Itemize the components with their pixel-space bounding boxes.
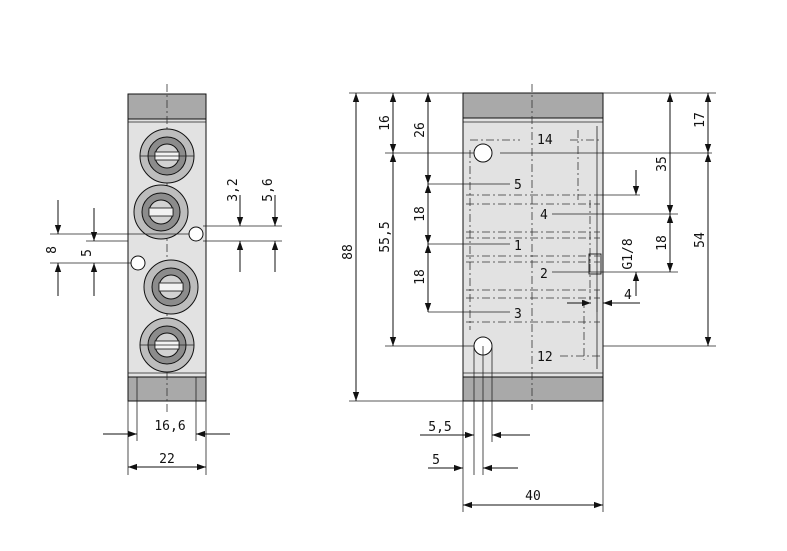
side-fitting-1 [139,128,195,184]
port-4: 4 [540,208,548,223]
port-14: 14 [537,133,553,148]
dim-3-2: 3,2 [226,178,241,201]
dim-18-lower: 18 [413,269,428,285]
front-bottom-cap [462,376,604,402]
port-2: 2 [540,267,548,282]
front-view: 14 5 4 1 2 3 12 88 16 55,5 26 18 [341,84,716,512]
dim-18-right: 18 [655,235,670,251]
g18-port-outline [588,253,602,275]
front-top-cap [462,92,604,119]
dim-40: 40 [525,489,541,504]
dim-35: 35 [655,156,670,172]
dim-16: 16 [378,115,393,131]
side-view: 8 5 3,2 5,6 16,6 22 [45,84,282,475]
side-mount-hole-left [130,255,146,271]
dim-54: 54 [693,232,708,248]
port-1: 1 [514,239,522,254]
dim-26: 26 [413,122,428,138]
dim-22: 22 [159,452,175,467]
dim-16-6: 16,6 [154,419,185,434]
side-fitting-3 [143,259,199,315]
internal-hidden-lines [466,130,600,360]
dim-5-bottom: 5 [432,453,440,468]
dim-5-6: 5,6 [261,178,276,201]
dim-55-5: 55,5 [378,221,393,252]
dim-5-5: 5,5 [428,420,451,435]
dim-4: 4 [624,288,632,303]
dim-8: 8 [45,246,60,254]
dim-88: 88 [341,244,356,260]
port-3: 3 [514,307,522,322]
side-mount-hole-right [188,226,204,242]
port-5: 5 [514,178,522,193]
dim-g1-8: G1/8 [621,238,636,269]
side-fitting-2 [133,184,189,240]
dim-18-upper: 18 [413,206,428,222]
front-mount-hole-top [473,143,493,163]
dim-5-side: 5 [80,249,95,257]
port-12: 12 [537,350,553,365]
dim-17: 17 [693,112,708,128]
side-fitting-4 [139,317,195,373]
